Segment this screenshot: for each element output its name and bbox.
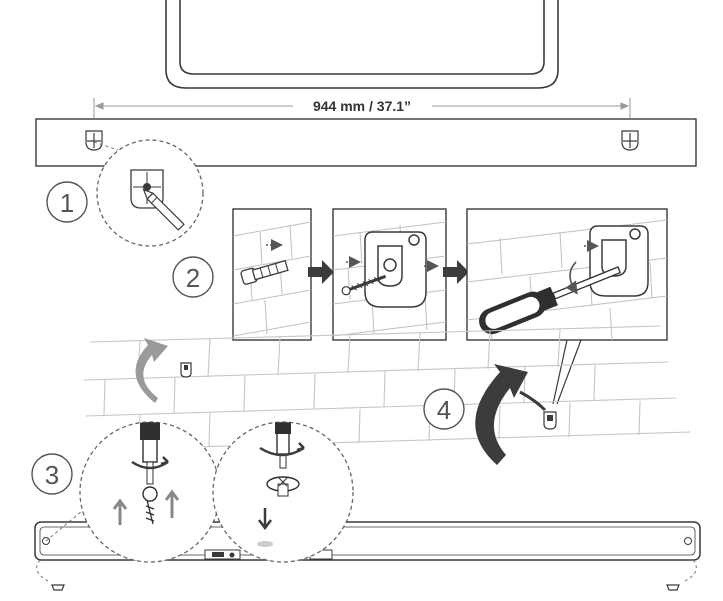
screw-icon bbox=[266, 476, 300, 497]
screw-icon bbox=[341, 274, 387, 296]
rotate-arrow-icon bbox=[565, 261, 578, 295]
rotate-arrow-icon bbox=[135, 338, 168, 403]
pencil-icon bbox=[142, 188, 185, 231]
step-3-callout-foot bbox=[212, 421, 354, 563]
screw-icon bbox=[51, 584, 65, 591]
step-1-zoom-callout bbox=[93, 139, 204, 247]
screwdriver-icon bbox=[275, 422, 291, 469]
wall-plug-icon bbox=[240, 259, 289, 285]
step-arrow-1 bbox=[308, 260, 334, 284]
step-2-number: 2 bbox=[172, 256, 214, 298]
dimension-label: 944 mm / 37.1” bbox=[313, 98, 411, 114]
dimension-line bbox=[93, 98, 631, 118]
template-hole-right bbox=[621, 130, 639, 151]
step-2-panel-screwdriver bbox=[466, 208, 668, 405]
svg-text:1: 1 bbox=[60, 188, 74, 218]
step-2-panel-wall-plug bbox=[232, 208, 312, 341]
svg-text:3: 3 bbox=[45, 460, 59, 490]
template-hole-left bbox=[85, 130, 103, 151]
screw-icon bbox=[142, 486, 158, 525]
rotate-arrow-icon bbox=[131, 456, 169, 470]
wall-bracket-left bbox=[180, 362, 192, 378]
soundbar-feet bbox=[36, 559, 697, 583]
svg-text:2: 2 bbox=[186, 263, 200, 293]
step-1-number: 1 bbox=[46, 181, 88, 223]
step-arrow-2 bbox=[443, 260, 469, 284]
rotate-arrow-icon bbox=[475, 364, 528, 465]
mounting-bracket-icon bbox=[364, 231, 427, 308]
screwdriver-icon bbox=[140, 422, 160, 485]
wall-bracket-right bbox=[543, 411, 557, 430]
rotate-arrow-icon bbox=[259, 442, 305, 457]
step-4-number: 4 bbox=[423, 388, 465, 430]
step-2-panel-bracket bbox=[332, 208, 447, 341]
mounting-bracket-icon bbox=[589, 225, 649, 297]
tv-outline bbox=[165, 0, 559, 89]
screw-icon bbox=[666, 584, 680, 591]
brick-wall bbox=[83, 325, 691, 451]
step-3-number: 3 bbox=[31, 453, 73, 495]
svg-text:4: 4 bbox=[437, 395, 451, 425]
